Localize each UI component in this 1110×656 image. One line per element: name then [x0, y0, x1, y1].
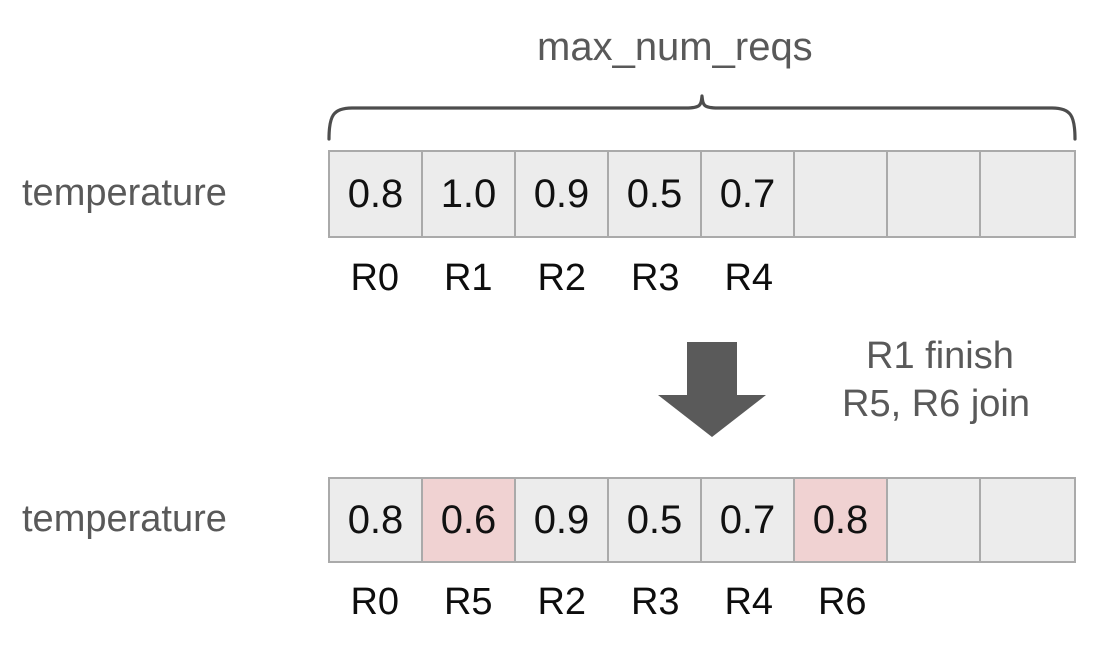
index-label [889, 582, 983, 622]
array-cell: 0.8 [330, 479, 423, 561]
index-label: R4 [724, 581, 774, 623]
index-label: R2 [537, 581, 587, 623]
index-label: R5 [443, 581, 493, 623]
array-cell: 0.5 [609, 479, 702, 561]
page-title: max_num_reqs [537, 25, 813, 69]
transition-note-line-2: R5, R6 join [842, 383, 1030, 425]
array-cell: 0.7 [702, 479, 795, 561]
array-cell: 0.9 [516, 152, 609, 236]
array-cell: 0.8 [330, 152, 423, 236]
array-cell: 0.8 [795, 479, 888, 561]
array-cell: 0.6 [423, 479, 516, 561]
index-label: R6 [817, 581, 867, 623]
index-labels-after: R0 R5 R2 R3 R4 R6 [328, 582, 1076, 622]
index-label: R1 [443, 257, 493, 299]
index-label [983, 582, 1077, 622]
index-label: R3 [630, 581, 680, 623]
array-cell [981, 152, 1074, 236]
index-label [796, 258, 890, 298]
index-label [889, 258, 983, 298]
transition-note-line-1: R1 finish [866, 335, 1014, 377]
array-cell [981, 479, 1074, 561]
array-cell: 1.0 [423, 152, 516, 236]
index-label: R0 [350, 257, 400, 299]
array-cell: 0.5 [609, 152, 702, 236]
array-cell [795, 152, 888, 236]
index-label [983, 258, 1077, 298]
index-label: R3 [630, 257, 680, 299]
row-label-temperature-before: temperature [22, 172, 227, 214]
array-cell: 0.7 [702, 152, 795, 236]
down-arrow-icon [658, 342, 766, 437]
array-cell [888, 152, 981, 236]
array-cell [888, 479, 981, 561]
index-labels-before: R0 R1 R2 R3 R4 [328, 258, 1076, 298]
index-label: R0 [350, 581, 400, 623]
row-label-temperature-after: temperature [22, 498, 227, 540]
array-cell: 0.9 [516, 479, 609, 561]
index-label: R2 [537, 257, 587, 299]
curly-brace-icon [327, 94, 1077, 141]
index-label: R4 [724, 257, 774, 299]
